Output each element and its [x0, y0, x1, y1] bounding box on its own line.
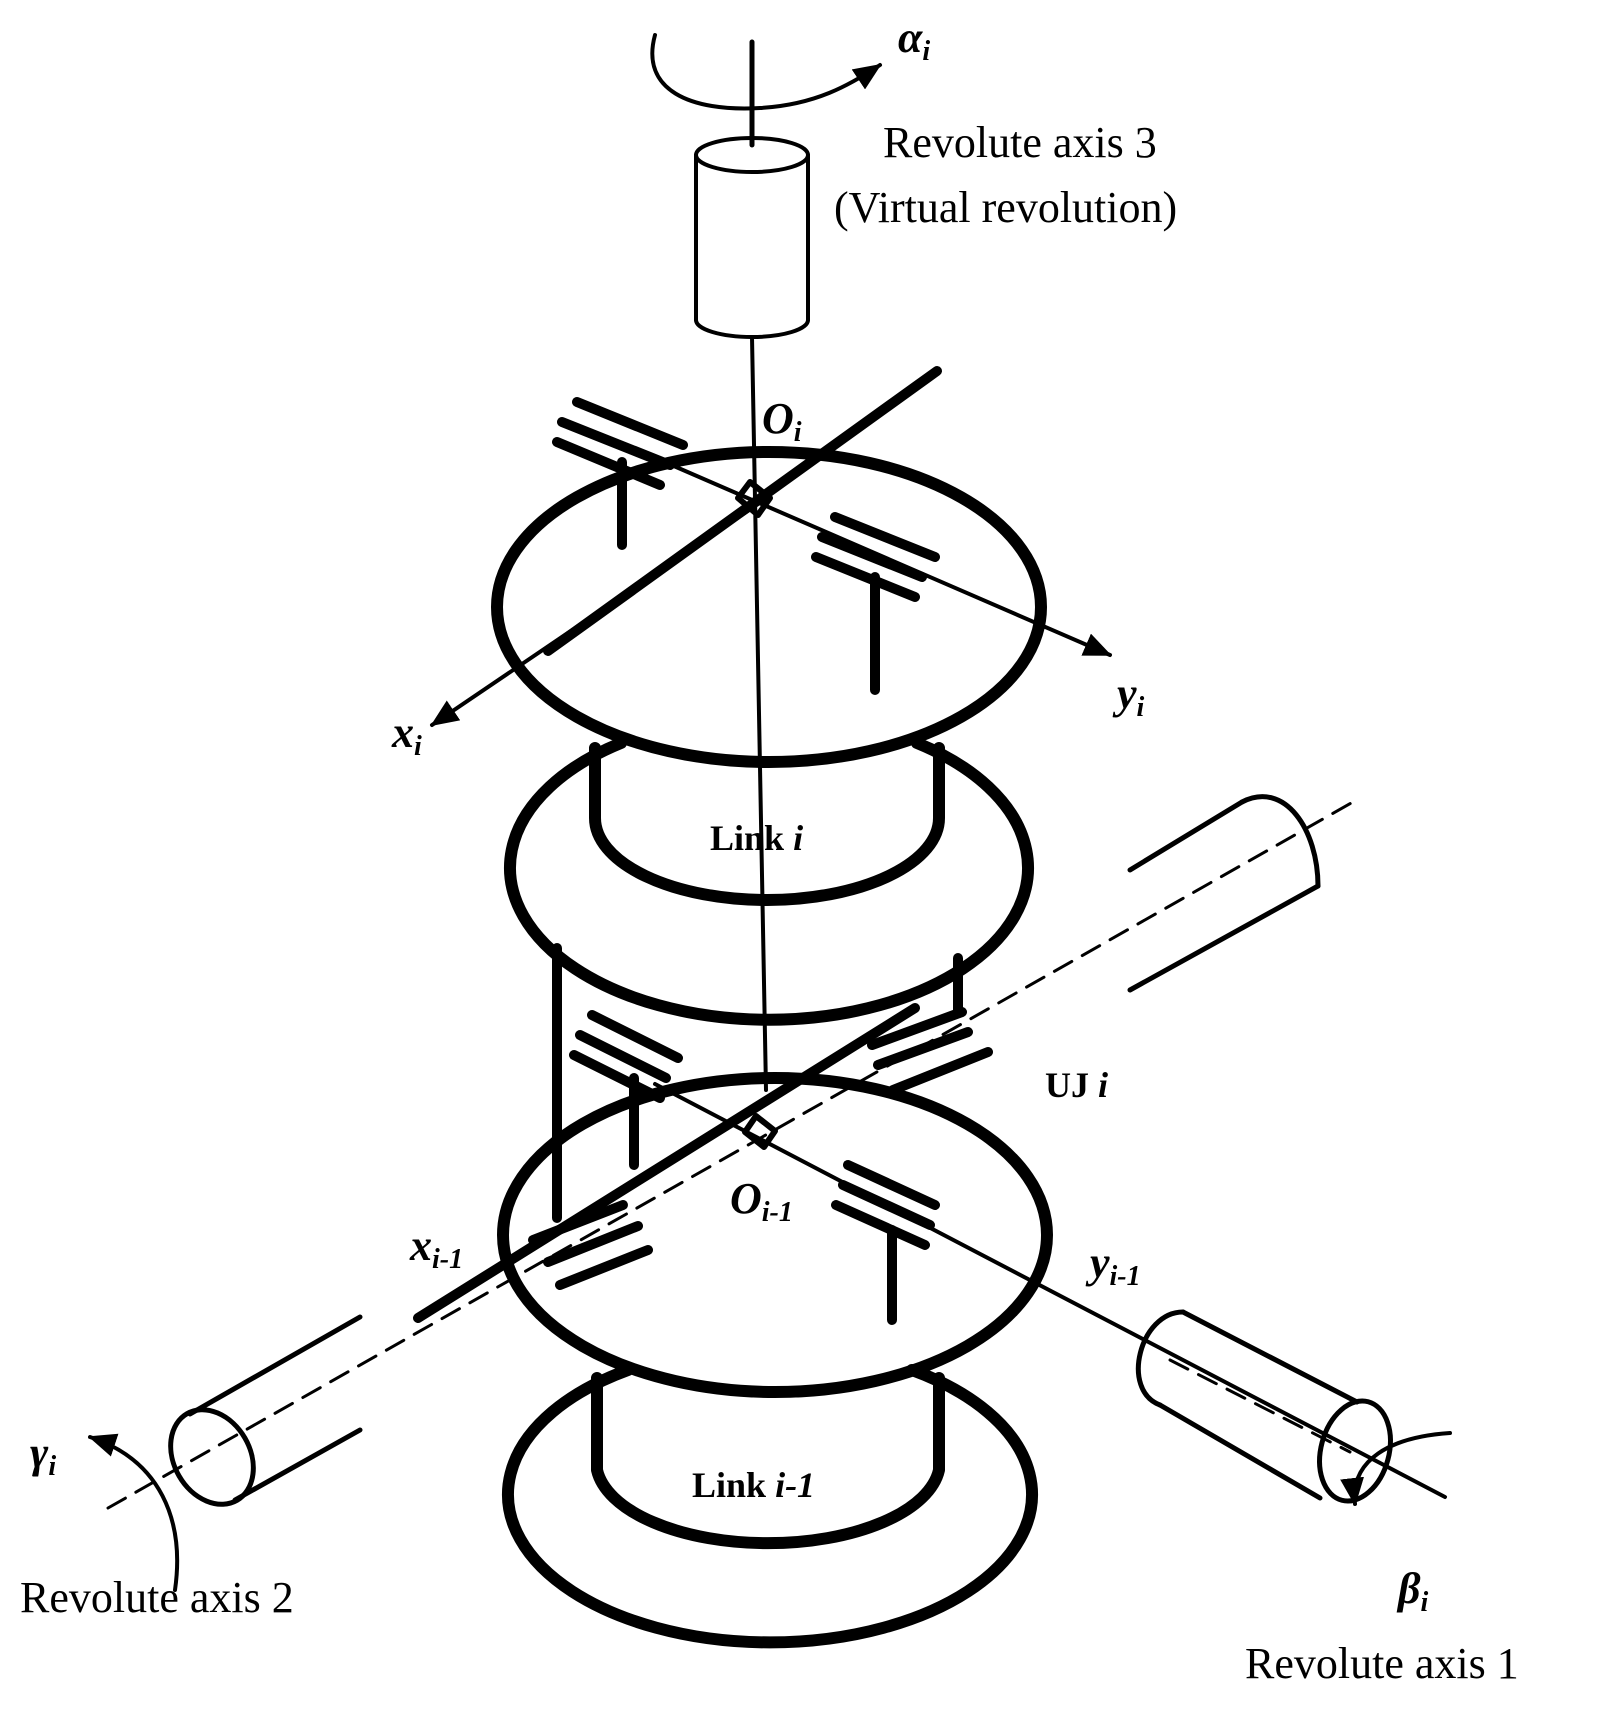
link-i-body [504, 737, 1034, 1026]
axis3-centerline [750, 335, 768, 1092]
uj-cross-arm-2 [653, 1082, 1447, 1499]
axis3-label-line2: (Virtual revolution) [834, 183, 1177, 232]
upper-disk [491, 446, 1047, 768]
uj-bearing-upper-left [569, 1010, 683, 1170]
upper-right-bearing [811, 512, 940, 695]
uj-bearing-lower-right [831, 1160, 940, 1325]
beta-label: βi [1396, 1564, 1429, 1618]
axis1-cylinder [1135, 1309, 1393, 1504]
uj-label: UJ i [1045, 1065, 1108, 1105]
xim1-label: xi-1 [409, 1221, 463, 1275]
axis3-label-line1: Revolute axis 3 [883, 118, 1157, 167]
gamma-label: γi [30, 1428, 56, 1482]
uj-bearing-upper-right [867, 1007, 993, 1095]
link-i-1-label: Link i-1 [692, 1465, 815, 1505]
alpha-label: αi [898, 13, 930, 67]
xi-label: xi [391, 708, 422, 762]
uj-bearing-lower-left [528, 1200, 653, 1290]
uj-cross-arm-1 [413, 1003, 920, 1323]
link-i-1-body [502, 1364, 1038, 1649]
link-i-label: Link i [710, 818, 803, 858]
yim1-label: yi-1 [1085, 1238, 1141, 1292]
axis2-label: Revolute axis 2 [20, 1573, 294, 1622]
axis3-cylinder [694, 136, 810, 339]
lower-disk [497, 1072, 1053, 1398]
axis2-centerline [106, 796, 1362, 1510]
axis1-label: Revolute axis 1 [1245, 1639, 1519, 1688]
Oim1-label: Oi-1 [730, 1174, 793, 1228]
axis2-rear-cylinder [1127, 794, 1321, 993]
Oi-label: Oi [762, 394, 802, 448]
alpha-rotation-arrow [650, 33, 882, 111]
gamma-rotation-arrow [88, 1433, 180, 1592]
xi-axis [430, 498, 766, 727]
axis2-front-cylinder [168, 1314, 363, 1507]
upper-right-angle-mark [735, 479, 773, 518]
yi-label: yi [1112, 669, 1145, 723]
upper-left-bearing [552, 397, 688, 550]
beta-rotation-arrow [1340, 1431, 1452, 1506]
lower-right-angle-mark [742, 1113, 778, 1150]
